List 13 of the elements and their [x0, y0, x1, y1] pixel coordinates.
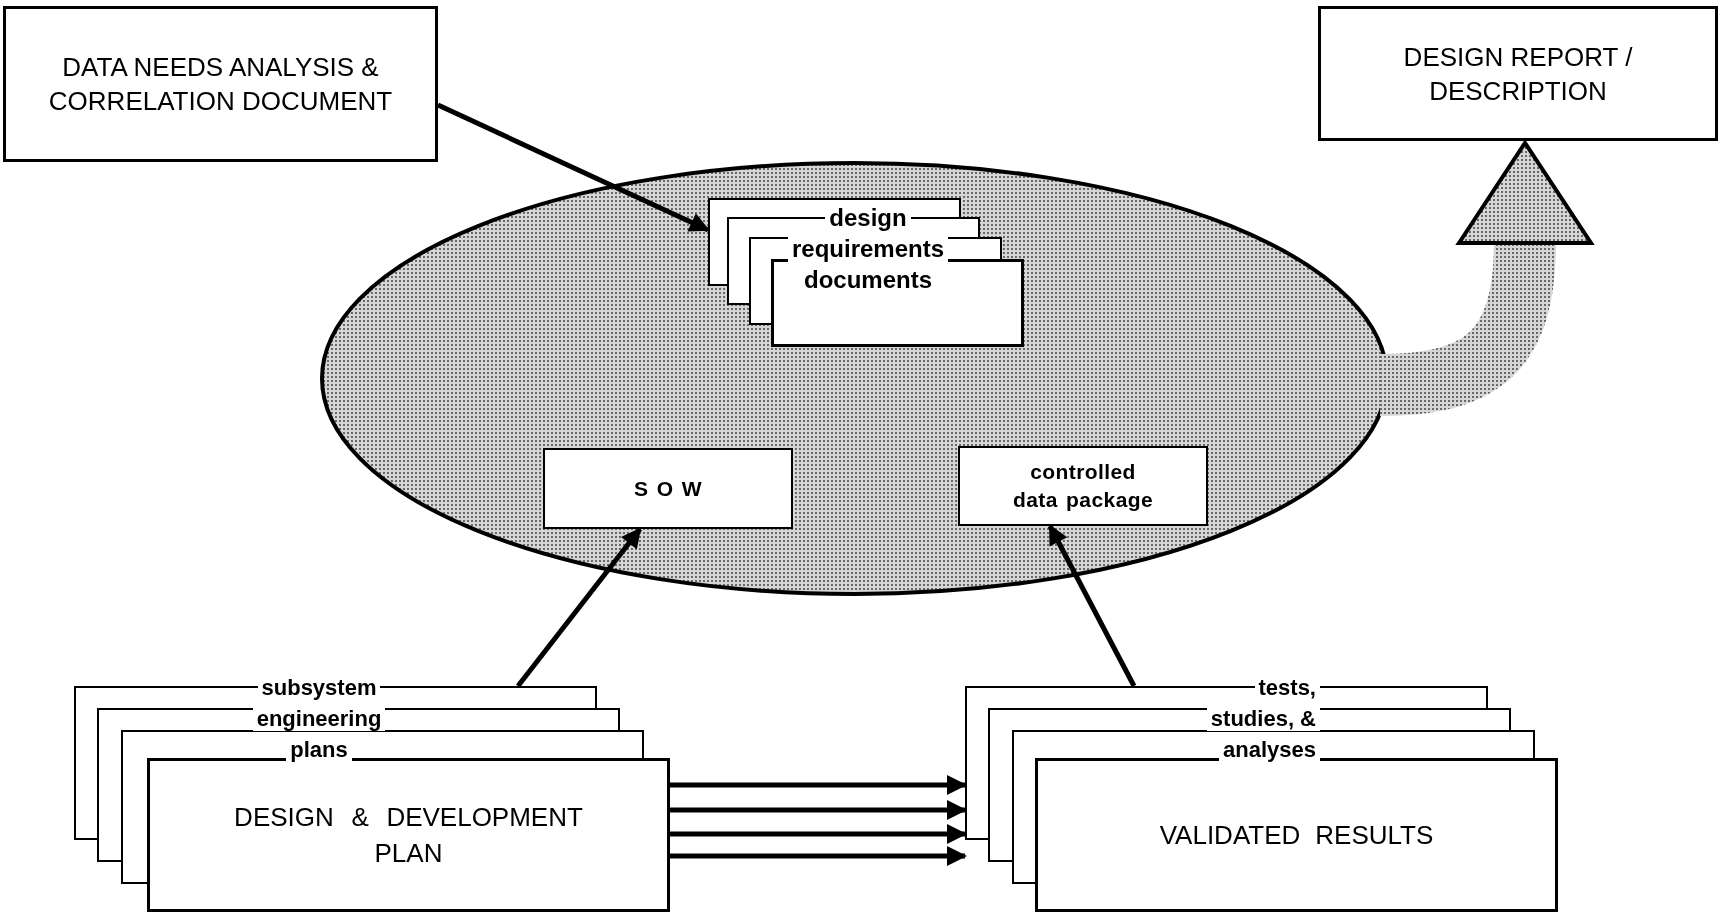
arrow — [670, 824, 967, 844]
stack-title: DESIGN & DEVELOPMENT PLAN — [233, 801, 584, 870]
arrow — [516, 527, 642, 688]
text-box: DESIGN REPORT / DESCRIPTION — [1318, 6, 1718, 141]
arrow — [436, 102, 710, 233]
text-box: DATA NEEDS ANALYSIS & CORRELATION DOCUMENT — [3, 6, 438, 162]
stack-title: VALIDATED RESULTS — [1159, 819, 1434, 852]
arrow — [670, 775, 967, 795]
arrow — [670, 800, 967, 820]
arrow — [1047, 524, 1137, 688]
text-box: controlled data package — [958, 446, 1208, 526]
text-box: S O W — [543, 448, 793, 529]
arrow — [670, 846, 967, 866]
